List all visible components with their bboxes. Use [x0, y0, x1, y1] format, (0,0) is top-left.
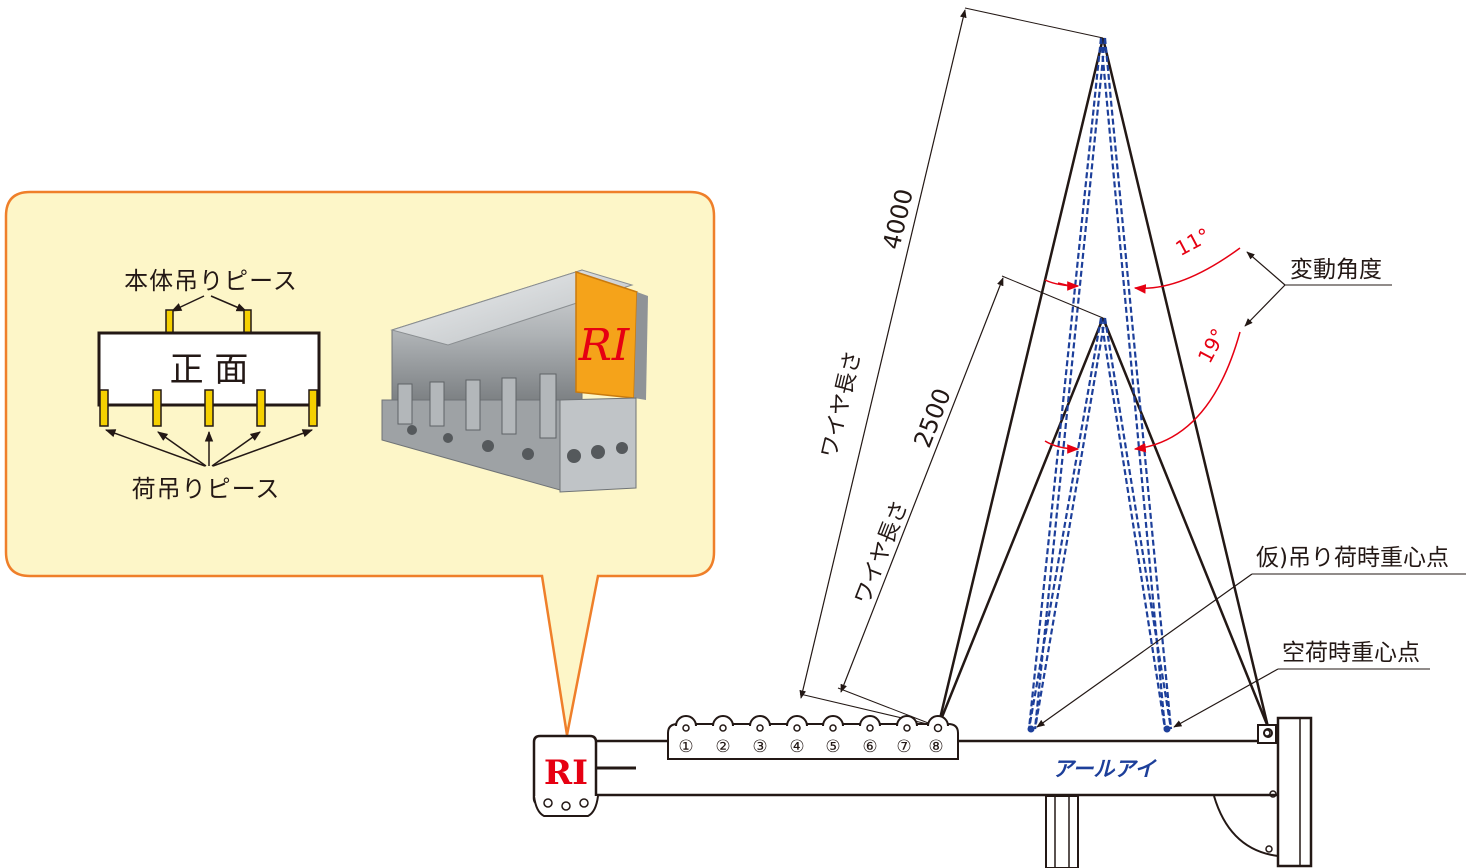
load-lift-piece [256, 389, 266, 427]
product-photo: RI [381, 269, 648, 493]
wire-lines [936, 37, 1270, 733]
body-lift-piece-label: 本体吊りピース [124, 267, 298, 295]
hole-number: ① [678, 737, 693, 757]
temp-load-cog-callout: 仮)吊り荷時重心点 [1036, 545, 1466, 728]
hole-number: ② [715, 737, 730, 757]
dimension-2500: 2500 ワイヤ長さ [837, 275, 1104, 727]
load-lift-piece [99, 389, 109, 427]
load-lift-piece [308, 389, 318, 427]
top-lift-piece [165, 309, 174, 335]
lifting-beam: ① ② ③ ④ ⑤ ⑥ ⑦ ⑧ アールアイ RI [532, 715, 1313, 868]
wire-length-label-long: ワイヤ長さ [817, 348, 867, 460]
brand-text: アールアイ [1053, 757, 1158, 781]
blue-dashed-wires [1027, 37, 1173, 730]
cog-point-right [1163, 725, 1171, 733]
load-lift-piece-label: 荷吊りピース [132, 475, 281, 503]
front-view-schematic: 本体吊りピース 正 面 荷吊りピース [97, 267, 321, 503]
wire-length-label-short: ワイヤ長さ [850, 497, 913, 608]
hole-number: ⑥ [862, 737, 877, 757]
load-lift-piece [152, 389, 162, 427]
load-lift-piece [204, 389, 214, 427]
hole-number: ⑦ [896, 737, 911, 757]
beam-logo: RI [544, 753, 588, 793]
dimension-4000: 4000 ワイヤ長さ [799, 7, 1104, 727]
temp-load-cog-label: 仮)吊り荷時重心点 [1256, 545, 1449, 571]
long-wire-length: 4000 [878, 186, 919, 252]
hole-number-row: ① ② ③ ④ ⑤ ⑥ ⑦ ⑧ [678, 737, 943, 757]
hole-number: ③ [752, 737, 767, 757]
photo-logo: RI [578, 320, 631, 371]
hole-number: ⑤ [825, 737, 840, 757]
hole-number: ⑧ [928, 737, 943, 757]
front-label: 正 面 [170, 350, 249, 390]
short-wire-length: 2500 [908, 385, 956, 452]
cog-point-left [1027, 725, 1035, 733]
variation-angle-label: 変動角度 [1290, 257, 1382, 283]
variation-angle-callout: 変動角度 [1244, 251, 1392, 327]
hole-number: ④ [789, 737, 804, 757]
lower-angle-value: 19° [1193, 324, 1231, 367]
upper-angle-value: 11° [1171, 223, 1214, 261]
empty-cog-label: 空荷時重心点 [1282, 640, 1420, 666]
empty-cog-callout: 空荷時重心点 [1173, 640, 1430, 728]
top-lift-piece [243, 309, 252, 335]
